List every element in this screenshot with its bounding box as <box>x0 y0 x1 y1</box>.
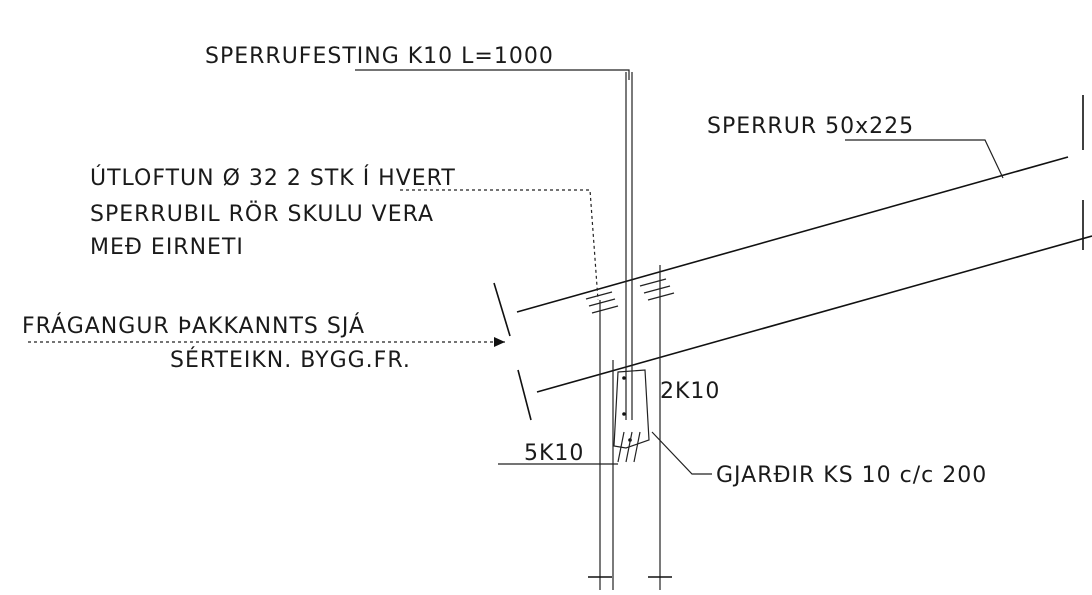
rafter-top-line <box>516 156 1069 313</box>
rafter-bottom-line <box>536 235 1092 393</box>
label-utloftun-line-3: MEÐ EIRNETI <box>90 235 244 260</box>
label-fragangur-line-2: SÉRTEIKN. BYGG.FR. <box>170 347 411 373</box>
label-sperrur: SPERRUR 50x225 <box>707 114 914 139</box>
label-sperrufesting: SPERRUFESTING K10 L=1000 <box>205 44 554 69</box>
rafter-end-mark-lower <box>517 369 532 421</box>
label-2k10: 2K10 <box>660 379 720 404</box>
rafter-end-mark-upper <box>493 282 511 337</box>
stirrup-hatch <box>617 431 641 463</box>
label-gjardir: GJARÐIR KS 10 c/c 200 <box>716 463 987 488</box>
label-fragangur-line-1: FRÁGANGUR ÞAKKANNTS SJÁ <box>22 313 365 339</box>
bar-dot-2 <box>622 412 626 416</box>
leader-sperrur <box>845 139 1004 179</box>
leader-gjardir <box>651 431 712 475</box>
leader-fragangur-arrow <box>494 337 505 347</box>
label-5k10: 5K10 <box>524 441 584 466</box>
bar-dot-1 <box>622 376 626 380</box>
label-utloftun-line-1: ÚTLOFTUN Ø 32 2 STK Í HVERT <box>90 165 456 191</box>
leader-sperrufesting <box>355 69 630 80</box>
ventilation-pipe-hatch <box>585 278 675 314</box>
label-utloftun-line-2: SPERRUBIL RÖR SKULU VERA <box>90 201 434 227</box>
